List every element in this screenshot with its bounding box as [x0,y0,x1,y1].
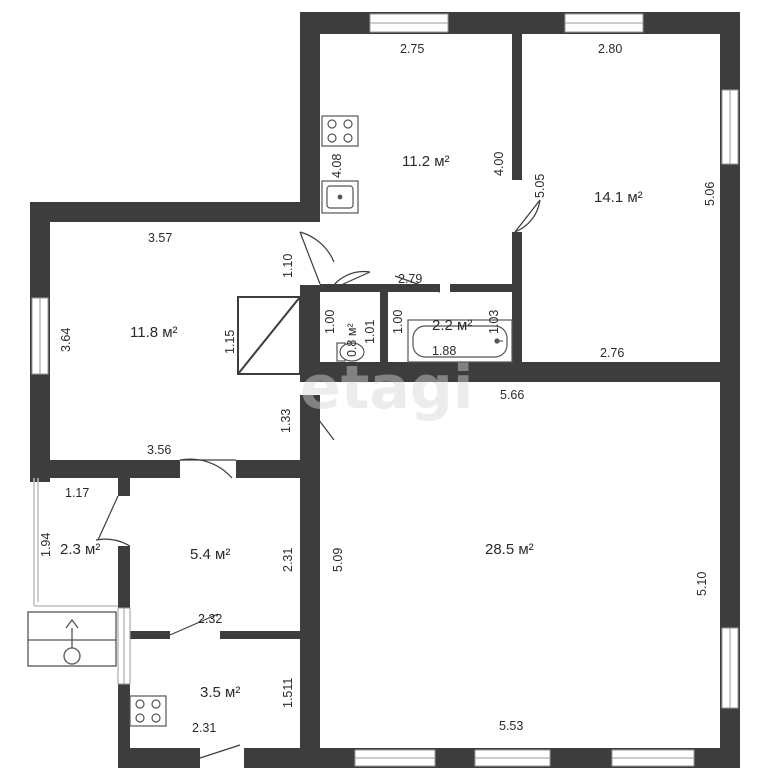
dim-label: 5.05 [533,174,547,198]
dim-label: 4.08 [330,154,344,178]
dim-label: 1.01 [363,320,377,344]
dim-label: 1.88 [432,344,456,358]
dimension-labels: 2.75 4.08 4.00 2.79 2.80 5.06 5.05 2.76 … [39,42,717,735]
dim-label: 4.00 [492,152,506,176]
dim-label: 2.80 [598,42,622,56]
dim-label: 5.10 [695,572,709,596]
dim-label: 2.76 [600,346,624,360]
stove-icon [129,695,167,727]
dim-label: 1.00 [323,310,337,334]
dim-label: 5.06 [703,182,717,206]
dim-label: 5.66 [500,388,524,402]
toilet-area-label: 0.8 м² [345,323,359,357]
radiator-icon [27,611,117,667]
doors [95,199,541,759]
toilet-icon [336,342,365,362]
stove-icon [321,115,359,147]
corridor-area-label: 5.4 м² [190,546,230,563]
sink-icon [321,180,359,214]
dim-label: 1.03 [487,310,501,334]
dim-label: 3.64 [59,328,73,352]
bathroom-area-label: 2.2 м² [432,317,472,334]
boiler-icon [237,296,301,375]
dim-label: 1.10 [281,254,295,278]
windows [31,13,739,767]
dim-label: 1.15 [223,330,237,354]
dim-label: 3.56 [147,443,171,457]
dim-label: 3.57 [148,231,172,245]
living-room-area-label: 28.5 м² [485,541,534,558]
dim-label: 5.53 [499,719,523,733]
dim-label: 1.94 [39,533,53,557]
dim-label: 2.75 [400,42,424,56]
balcony-frame [33,478,118,607]
bathtub-icon [407,319,513,363]
hall-left-area-label: 2.3 м² [60,541,100,558]
watermark: etagi [300,353,473,423]
kitchen-area-label: 11.2 м² [402,153,450,170]
dim-label: 5.09 [331,548,345,572]
dim-label: 1.17 [65,486,89,500]
dim-label: 2.79 [398,272,422,286]
room-left-area-label: 11.8 м² [130,324,178,341]
room-labels: 11.2 м² 14.1 м² 11.8 м² 0.8 м² 2.2 м² 28… [60,153,643,701]
bedroom-area-label: 14.1 м² [594,189,643,206]
dim-label: 1.33 [279,409,293,433]
dim-label: 1.00 [391,310,405,334]
dim-label: 2.31 [281,548,295,572]
entry-area-label: 3.5 м² [200,684,240,701]
dim-label: 2.31 [192,721,216,735]
dim-label: 1.511 [281,678,295,708]
dim-label: 2.32 [198,612,222,626]
